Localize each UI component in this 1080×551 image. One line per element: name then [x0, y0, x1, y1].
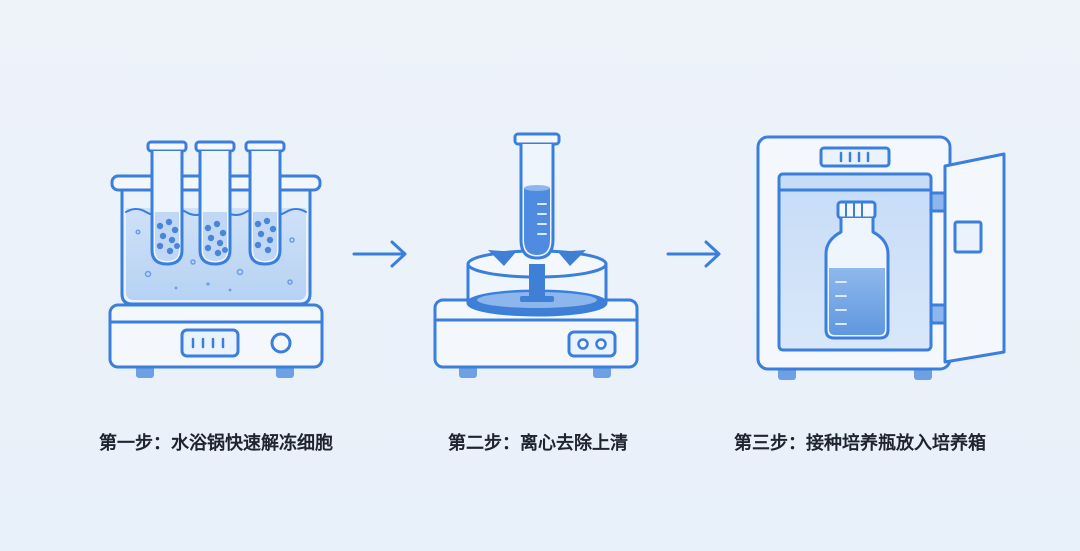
water-bath-display [180, 328, 240, 358]
cell-dots [156, 217, 277, 257]
water-bath-icon [108, 140, 324, 378]
centrifuge-tube-liquid [524, 188, 550, 255]
arrow-right-icon-2 [666, 240, 721, 268]
test-tube-2 [194, 140, 236, 266]
centrifuge-icon [433, 132, 639, 378]
test-tube-3 [244, 140, 286, 266]
incubator-icon [756, 135, 1006, 380]
step-2-label: 第二步：离心去除上清 [448, 433, 628, 454]
culture-flask-liquid [829, 268, 885, 335]
test-tube-1 [146, 140, 188, 266]
step-1-label: 第一步：水浴锅快速解冻细胞 [99, 433, 333, 454]
incubator-door-handle [953, 220, 983, 254]
arrow-right-icon-1 [352, 240, 407, 268]
step-3-label: 第三步：接种培养瓶放入培养箱 [734, 433, 986, 454]
culture-flask-cap [836, 200, 877, 220]
water-bubbles [135, 229, 295, 285]
incubator-vent [819, 146, 891, 168]
centrifuge-tube-cap [513, 132, 561, 146]
centrifuge-control-panel [567, 330, 617, 358]
water-bath-knob [270, 332, 292, 354]
water-bath-tank [120, 188, 312, 306]
incubator-door [943, 152, 1006, 364]
